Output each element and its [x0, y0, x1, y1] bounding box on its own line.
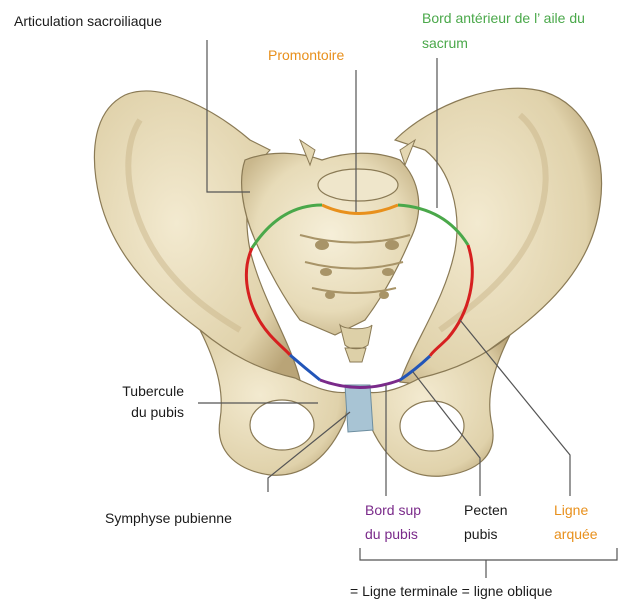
label-tubercule-line1: Tubercule [102, 383, 184, 400]
label-bord-anterieur-line2: sacrum [422, 35, 468, 52]
bord-sup-pubis [320, 380, 400, 388]
label-ligne-arquee-line2: arquée [554, 526, 598, 543]
pubic-symphysis [345, 385, 373, 432]
label-pecten-line2: pubis [464, 526, 497, 543]
label-pecten-line1: Pecten [464, 502, 508, 519]
label-tubercule-line2: du pubis [102, 404, 184, 421]
coccyx [340, 325, 372, 362]
label-symphyse-pubienne: Symphyse pubienne [105, 510, 232, 527]
right-iliac-wing [395, 88, 602, 388]
label-ligne-terminale: = Ligne terminale = ligne oblique [350, 583, 552, 600]
terminale-bracket [360, 548, 617, 560]
label-articulation-sacroiliaque: Articulation sacroiliaque [14, 13, 162, 30]
label-bord-sup-line1: Bord sup [365, 502, 421, 519]
label-bord-sup-line2: du pubis [365, 526, 418, 543]
label-ligne-arquee-line1: Ligne [554, 502, 588, 519]
label-bord-anterieur-line1: Bord antérieur de l’ aile du [422, 10, 585, 27]
label-promontoire: Promontoire [268, 47, 344, 64]
